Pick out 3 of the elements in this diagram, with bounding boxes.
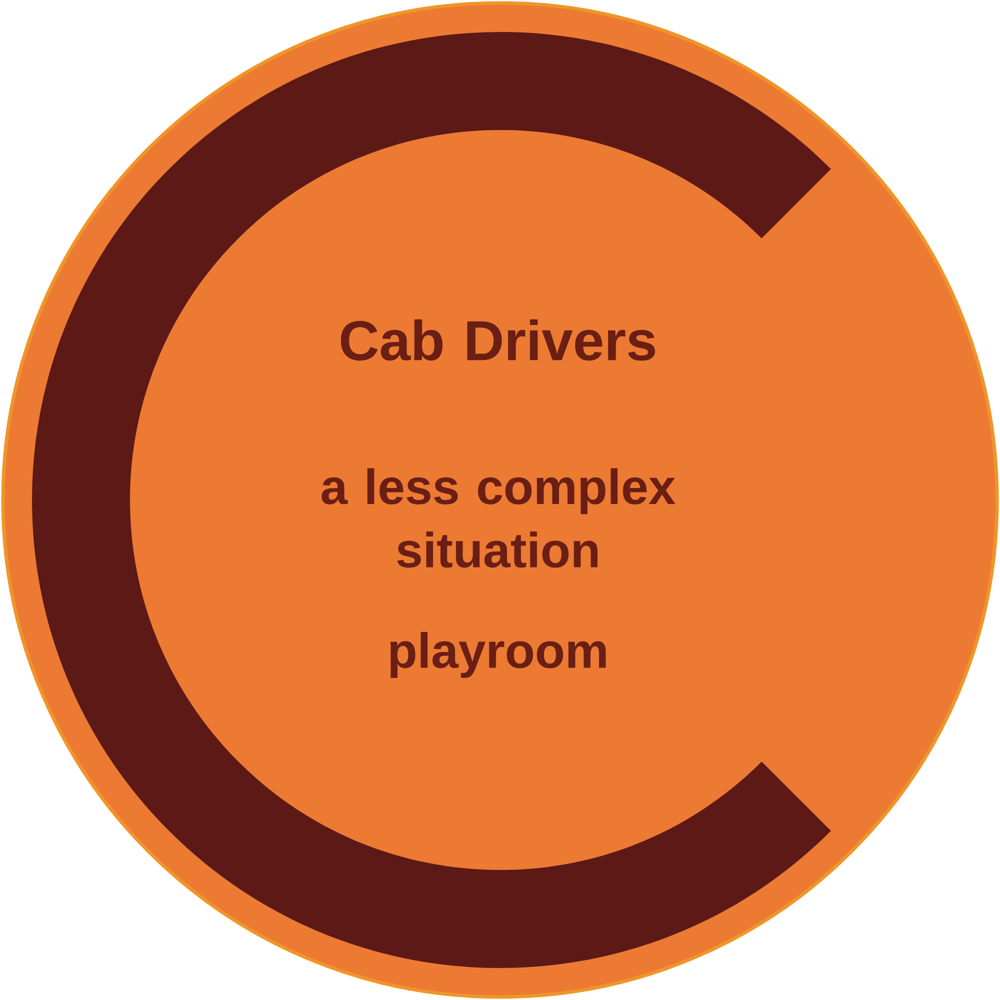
node-text: playroom: [390, 632, 606, 678]
heading: Cab Drivers: [340, 319, 656, 361]
node-text: a less complex situation: [322, 468, 676, 568]
